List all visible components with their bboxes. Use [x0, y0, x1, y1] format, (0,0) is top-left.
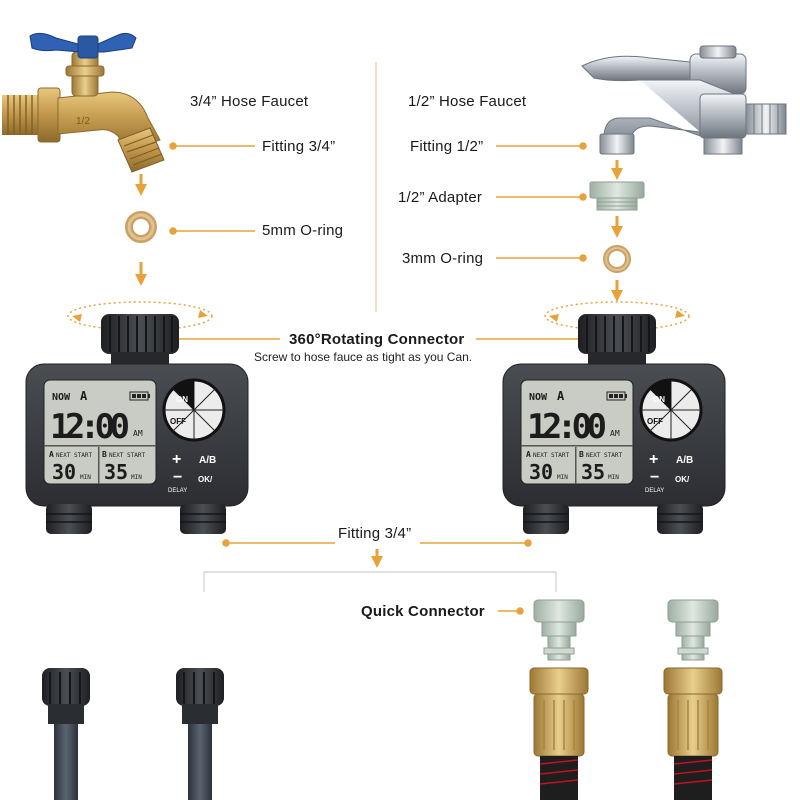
lcd-now-label: NOW — [52, 392, 71, 403]
ab-button[interactable]: A/B — [199, 455, 216, 466]
black-hose-end-left — [42, 668, 90, 800]
lcd-ampm: AM — [133, 429, 143, 438]
lcd-b-duration: 35 — [104, 460, 128, 484]
lcd-a-next: NEXT START — [56, 452, 93, 459]
battery-icon — [129, 391, 150, 401]
label-quick-connector: Quick Connector — [361, 603, 485, 620]
label-left-oring: 5mm O-ring — [262, 222, 344, 239]
mode-dial[interactable]: ON OFF — [162, 378, 226, 442]
label-right-fitting: Fitting 1/2” — [410, 138, 484, 155]
lcd-zone: A — [80, 389, 88, 403]
label-right-oring: 3mm O-ring — [402, 250, 484, 267]
lcd-b-next: NEXT START — [109, 452, 146, 459]
left-oring-icon — [125, 211, 157, 243]
lcd-b-unit: MIN — [131, 474, 142, 481]
delay-label: DELAY — [168, 488, 187, 494]
quick-connector-left — [529, 599, 589, 800]
label-right-adapter: 1/2” Adapter — [398, 189, 483, 206]
lcd-time: 12:00 — [50, 407, 130, 447]
label-outlet-fitting: Fitting 3/4” — [338, 525, 412, 542]
label-left-faucet: 3/4” Hose Faucet — [190, 93, 309, 110]
faucet-stamp: 1/2 — [76, 116, 90, 127]
black-hose-end-right — [176, 668, 224, 800]
adapter-icon — [589, 181, 645, 211]
lcd-a-unit: MIN — [80, 474, 91, 481]
lcd-a-marker: A — [49, 450, 54, 459]
ok-button[interactable]: OK/ — [198, 475, 213, 484]
bracket-line — [203, 571, 557, 592]
outlet-ports — [46, 504, 226, 534]
timer-unit-left: NOW A 12:00 AM A NEXT START B NEXT START… — [25, 301, 249, 534]
timer-unit-right — [501, 300, 727, 536]
timer-buttons: + A/B − DELAY OK/ — [168, 451, 216, 494]
label-right-faucet: 1/2” Hose Faucet — [408, 93, 527, 110]
minus-button[interactable]: − — [173, 469, 182, 486]
brass-faucet: 1/2 — [2, 51, 165, 173]
valve-handle-icon — [29, 32, 137, 59]
quick-connector-right — [663, 599, 723, 800]
lcd-a-duration: 30 — [52, 460, 76, 484]
label-rotating-connector: 360°Rotating Connector — [289, 331, 465, 348]
right-oring-icon — [603, 245, 631, 273]
label-left-fitting: Fitting 3/4” — [262, 138, 336, 155]
lcd-b-marker: B — [102, 450, 107, 459]
label-rotating-note: Screw to hose fauce as tight as you Can. — [254, 350, 473, 364]
dial-off-label: OFF — [170, 417, 186, 426]
chrome-faucet — [581, 45, 787, 155]
plus-button[interactable]: + — [172, 451, 181, 468]
dial-on-label: ON — [176, 395, 188, 404]
